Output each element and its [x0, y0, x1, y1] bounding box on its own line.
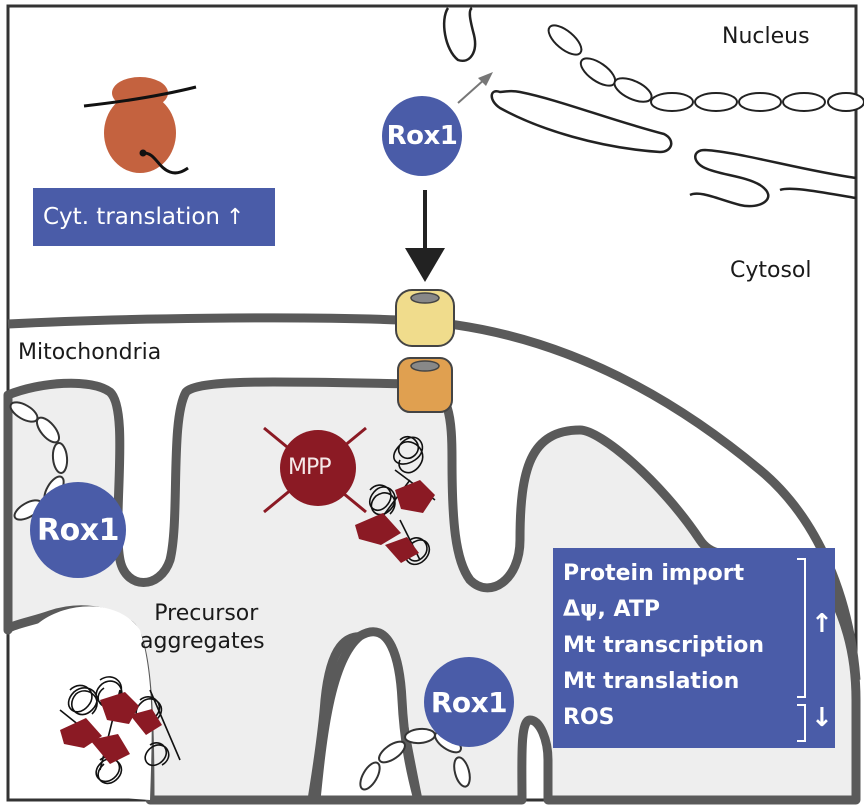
cyt-translation-box: Cyt. translation ↑	[33, 188, 275, 246]
up-arrow-icon: ↑	[225, 204, 245, 230]
rox1-to-nucleus-arrow	[457, 72, 493, 104]
nascent-peptide	[142, 151, 189, 175]
precursor-label-line2: aggregates	[140, 629, 265, 654]
tim-channel	[397, 357, 453, 413]
cytosol-label: Cytosol	[730, 258, 812, 283]
red-precursor-lower	[60, 692, 162, 764]
precursor-label-line1: Precursor	[154, 601, 259, 626]
ribosome-large-subunit	[104, 93, 176, 173]
rox1-to-mitochondria-arrow	[405, 190, 445, 282]
envelope-fold-4	[779, 187, 857, 200]
rox1-mitochondria-left: Rox1	[30, 482, 126, 578]
effect-decreased: ROS	[563, 705, 615, 730]
decrease-bracket	[797, 704, 806, 742]
envelope-fold-2	[490, 89, 673, 154]
mitochondrial-effects-box: Protein import Δψ, ATP Mt transcription …	[553, 548, 835, 748]
effect-increased: Mt translation	[563, 669, 740, 694]
import-channels	[395, 289, 455, 413]
effect-increased: Protein import	[563, 561, 745, 586]
effect-increased: Δψ, ATP	[563, 597, 660, 622]
cyt-translation-text: Cyt. translation	[43, 204, 220, 230]
envelope-fold-1	[442, 6, 477, 63]
outer-membrane	[7, 313, 861, 681]
mpp-label: MPP	[288, 455, 332, 480]
rox1-mitochondria-bottom: Rox1	[424, 657, 514, 747]
down-arrow-icon: ↓	[811, 703, 833, 733]
increase-bracket	[797, 558, 806, 698]
mrna-strand	[83, 85, 197, 108]
ribosome	[83, 77, 197, 175]
effect-increased: Mt transcription	[563, 633, 765, 658]
tom-channel	[395, 289, 455, 347]
rox1-cytosol: Rox1	[382, 96, 462, 176]
precursor-aggregates-label: Precursor aggregates	[140, 600, 265, 656]
mitochondria-label: Mitochondria	[18, 340, 162, 365]
nucleus-label: Nucleus	[722, 24, 810, 49]
mpp-circle	[280, 430, 356, 506]
red-precursor-upper	[355, 480, 435, 563]
nuclear-envelope	[442, 6, 857, 208]
envelope-fold-3	[689, 148, 857, 208]
mpp-protease	[263, 426, 367, 514]
nuclear-dna	[547, 24, 864, 112]
up-arrow-icon: ↑	[811, 609, 833, 639]
